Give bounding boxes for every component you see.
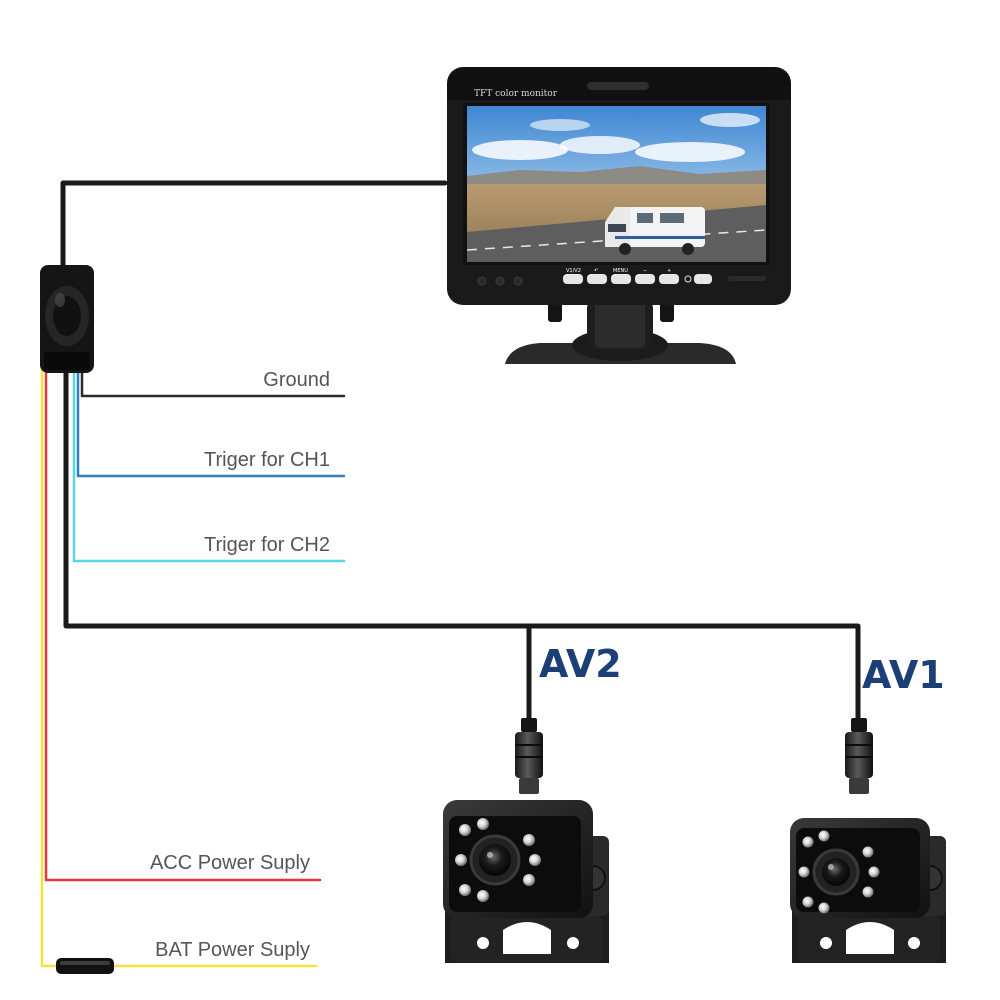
ground-wire (80, 368, 346, 398)
av2-label: AV2 (539, 642, 622, 686)
acc-power-wire (44, 368, 322, 882)
svg-text:MENU: MENU (613, 268, 628, 274)
power-icon[interactable] (684, 274, 712, 284)
monitor-screen (463, 103, 770, 265)
monitor-cable (60, 180, 448, 271)
bat-power-wire (40, 368, 318, 968)
av1-ir-leds (798, 830, 880, 914)
camera-av2 (443, 718, 609, 963)
av2-ir-leds (455, 818, 541, 902)
monitor-sensor-1 (477, 276, 487, 286)
monitor-stand (505, 300, 736, 364)
monitor-sensor-3 (513, 276, 523, 286)
svg-text:V1/V2: V1/V2 (566, 268, 581, 274)
rv-image (605, 207, 705, 255)
av1-connector (845, 718, 873, 794)
trigger-ch2-wire (72, 368, 346, 563)
svg-text:↶: ↶ (594, 268, 598, 274)
camera-av1 (790, 718, 946, 963)
monitor-button-back[interactable]: ↶ (587, 268, 607, 284)
monitor-sensor-2 (495, 276, 505, 286)
camera-main-cable (63, 367, 861, 723)
svg-text:+: + (667, 268, 671, 274)
monitor-control-panel: V1/V2 ↶ MENU − + (477, 268, 766, 286)
monitor-speaker-slot (728, 276, 766, 281)
trigger-ch2-label: Triger for CH2 (204, 534, 330, 556)
monitor-button-minus[interactable]: − (635, 268, 655, 284)
trigger-ch1-wire (76, 368, 346, 478)
ground-label: Ground (263, 369, 330, 391)
junction-box (40, 265, 94, 373)
trigger-ch1-label: Triger for CH1 (204, 449, 330, 471)
fuse-holder (56, 958, 114, 974)
bat-power-label: BAT Power Suply (155, 939, 310, 961)
wire-group (40, 180, 861, 968)
av1-label: AV1 (862, 653, 945, 697)
monitor-title: TFT color monitor (474, 89, 558, 99)
monitor-button-v1v2[interactable]: V1/V2 (563, 268, 583, 284)
monitor-button-menu[interactable]: MENU (611, 268, 631, 284)
acc-power-label: ACC Power Suply (150, 852, 310, 874)
monitor: TFT color monitor (447, 67, 791, 364)
av2-connector (515, 718, 543, 794)
svg-text:−: − (643, 268, 647, 274)
monitor-button-plus[interactable]: + (659, 268, 679, 284)
